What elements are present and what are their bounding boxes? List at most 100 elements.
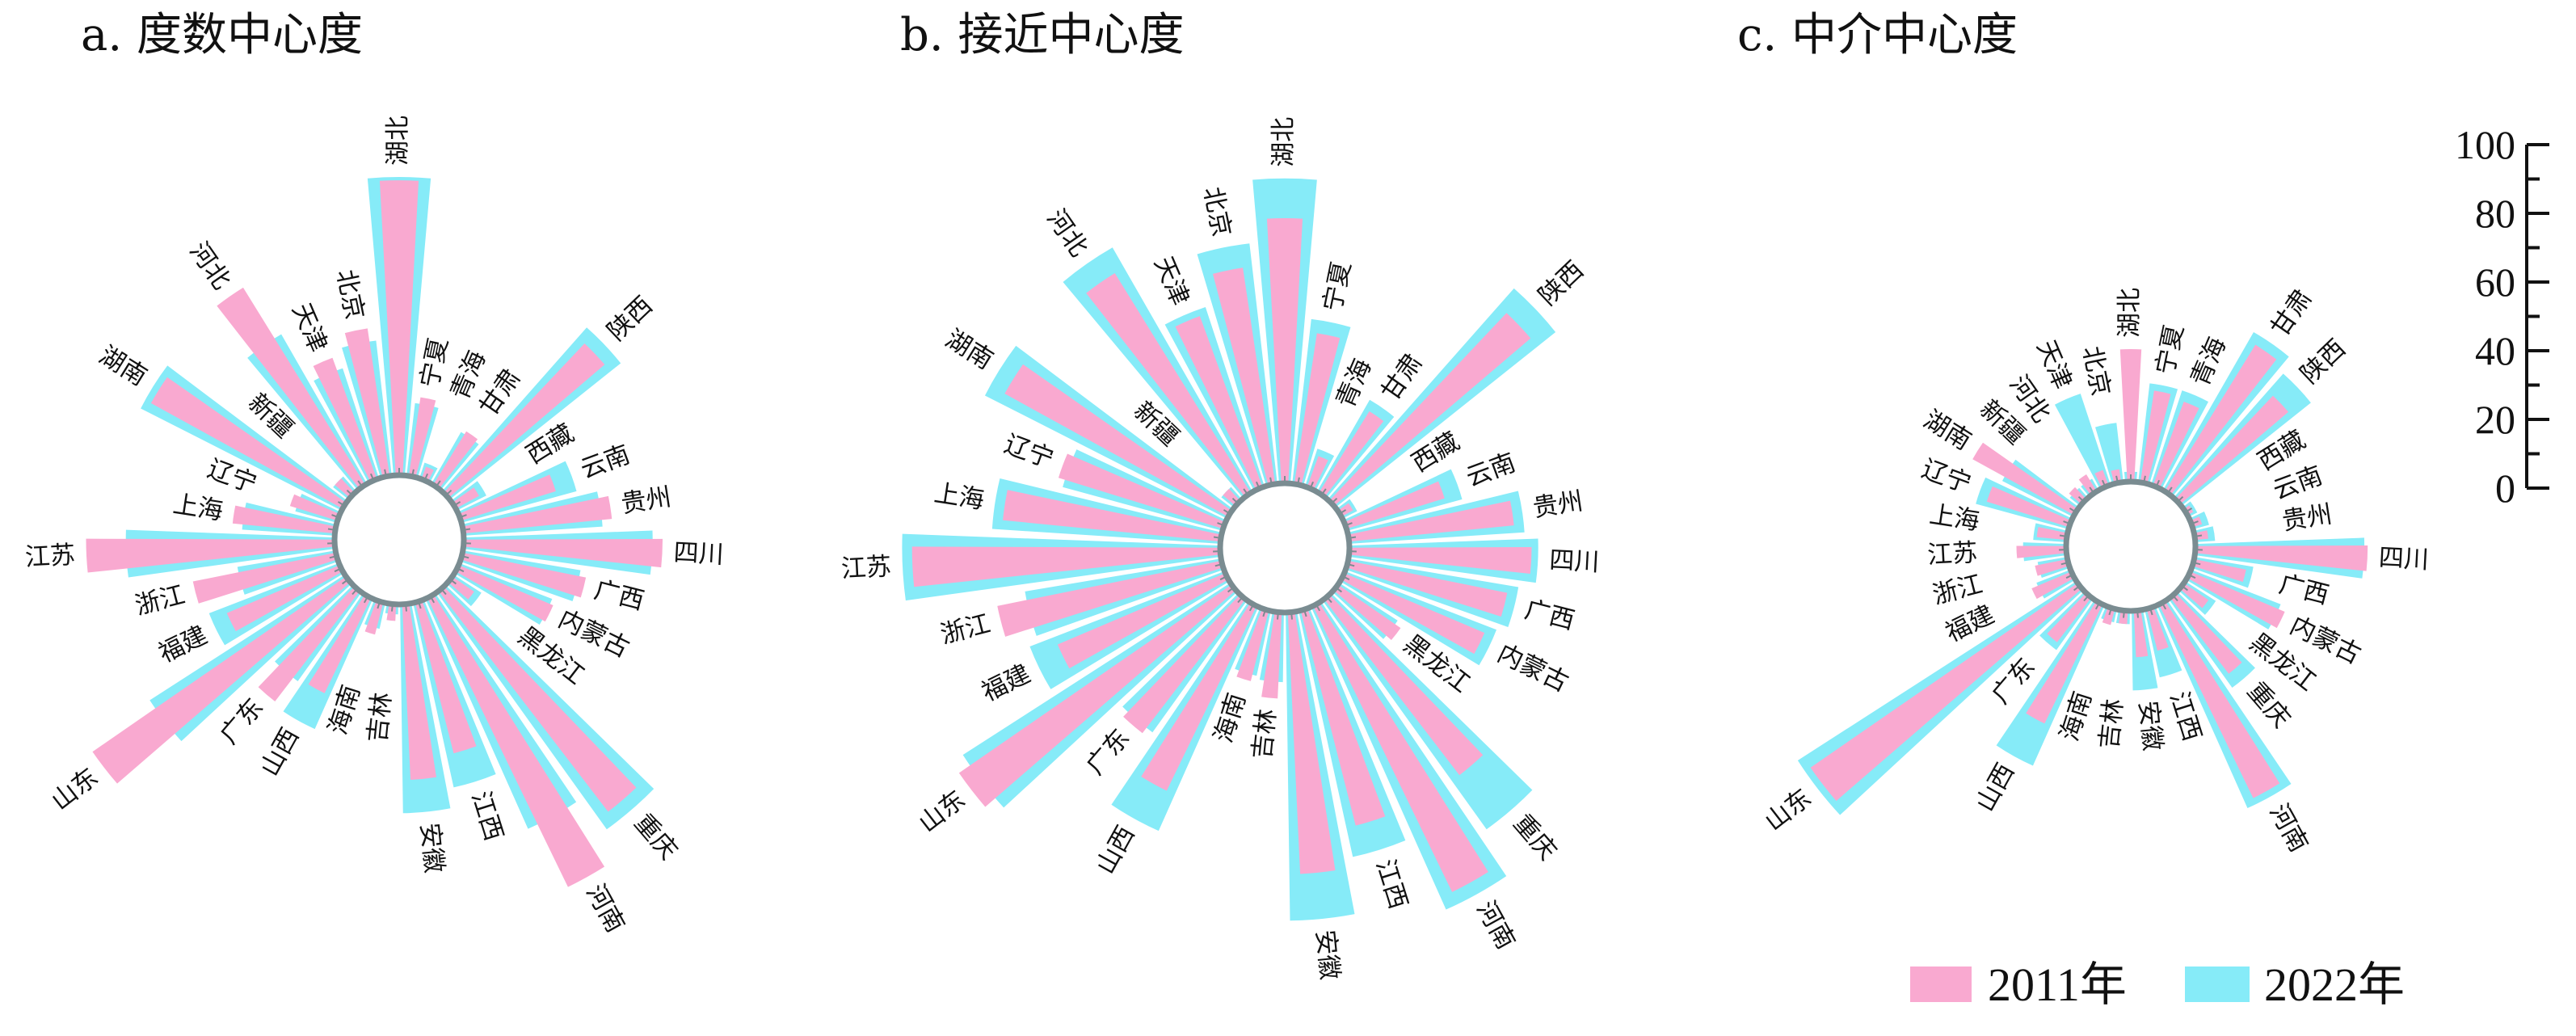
bar-2011年-福建	[226, 565, 343, 632]
category-label: 陕西	[2295, 334, 2351, 390]
ring-tick	[363, 598, 368, 604]
category-label: 陕西	[602, 291, 659, 347]
ring-tick	[455, 501, 461, 505]
axis-tick-label: 40	[2475, 328, 2515, 373]
category-label: 广西	[1522, 595, 1577, 635]
category-label: 上海	[171, 490, 225, 526]
bar-2011年-山东	[958, 584, 1236, 807]
ring-tick	[436, 480, 441, 486]
ring-tick	[329, 555, 335, 559]
bar-2011年-山东	[1810, 583, 2082, 802]
ring-tick	[447, 489, 452, 495]
bar-2011年-河北	[217, 287, 365, 489]
chart-a-degree-centrality: 湖北宁夏青海甘肃陕西西藏云南贵州四川广西内蒙古黑龙江重庆河南江西安徽吉林海南山西…	[24, 116, 724, 937]
ring-tick	[2183, 587, 2188, 592]
center-ring	[1217, 480, 1353, 616]
bar-2011年-北京	[1212, 267, 1276, 486]
bar-2011年-浙江	[192, 552, 338, 604]
ring-tick	[2059, 534, 2065, 537]
legend-swatch-2011	[1910, 967, 1972, 1002]
category-label: 吉林	[2094, 697, 2128, 750]
category-label: 四川	[673, 538, 725, 570]
ring-tick	[1243, 488, 1248, 494]
category-label: 上海	[932, 478, 987, 515]
category-label: 安徽	[2133, 699, 2167, 752]
bar-2011年-山西	[308, 594, 372, 693]
ring-tick	[1227, 588, 1232, 593]
bar-2011年-辽宁	[1058, 453, 1226, 529]
category-label: 河北	[1041, 204, 1093, 262]
category-label: 云南	[1463, 448, 1520, 492]
category-label: 云南	[577, 440, 634, 484]
ring-tick	[1310, 481, 1315, 487]
bar-2011年-辽宁	[289, 494, 340, 521]
category-label: 北京	[330, 267, 369, 322]
bar-2011年-北京	[344, 328, 390, 478]
ring-tick	[2149, 609, 2153, 616]
bar-2011年-天津	[2094, 470, 2109, 489]
ring-tick	[1290, 614, 1293, 620]
bar-2011年-山西	[2026, 600, 2103, 724]
category-label: 重庆	[1508, 809, 1563, 865]
bar-2011年-浙江	[997, 560, 1223, 637]
ring-tick	[2196, 534, 2203, 537]
category-label: 广西	[591, 575, 647, 616]
bar-2011年-陕西	[1328, 313, 1531, 507]
category-label: 吉林	[1248, 708, 1282, 760]
category-label: 湖南	[94, 340, 152, 391]
ring-tick	[2174, 596, 2178, 602]
ring-tick	[2083, 596, 2088, 602]
ring-tick	[342, 580, 347, 585]
bar-2011年-广东	[258, 586, 360, 701]
category-label: 重庆	[629, 808, 684, 865]
bar-2011年-广东	[2047, 592, 2092, 642]
ring-tick	[411, 469, 415, 474]
bar-2011年-福建	[2031, 571, 2075, 600]
bar-2011年-广西	[1346, 560, 1508, 617]
bar-2011年-江西	[1300, 608, 1386, 826]
bar-2011年-安徽	[402, 604, 437, 780]
category-label: 湖北	[2115, 288, 2145, 338]
ring-tick	[1332, 497, 1338, 503]
bar-2011年-海南	[364, 600, 384, 635]
category-label: 贵州	[2280, 500, 2334, 537]
bar-2011年-四川	[463, 538, 663, 568]
ring-tick	[2069, 507, 2075, 512]
bar-2011年-广东	[1123, 594, 1246, 734]
category-label: 浙江	[132, 580, 187, 621]
center-ring	[331, 472, 467, 608]
bar-2011年-河南	[427, 594, 605, 887]
category-label: 湖南	[1918, 405, 1976, 456]
bar-2011年-重庆	[438, 586, 637, 812]
ring-tick	[1345, 576, 1350, 581]
legend-label-2011: 2011年	[1988, 958, 2127, 1011]
ring-tick	[1223, 509, 1229, 513]
ring-tick	[1217, 522, 1223, 526]
ring-tick	[2193, 520, 2199, 524]
category-label: 山东	[913, 785, 970, 838]
bar-2011年-甘肃	[433, 431, 478, 489]
category-label: 山西	[1971, 759, 2021, 817]
bar-2011年-海南	[2102, 606, 2115, 625]
bar-2011年-江苏	[86, 538, 335, 573]
bar-2011年-四川	[1349, 546, 1532, 574]
axis-tick-label: 60	[2475, 259, 2515, 305]
category-label: 四川	[1548, 545, 1600, 577]
ring-tick	[2089, 486, 2094, 492]
ring-tick	[461, 514, 467, 518]
ring-tick	[459, 568, 465, 573]
chart-c-title: c. 中介中心度	[1737, 9, 2018, 61]
bar-2011年-贵州	[1348, 500, 1514, 542]
category-label: 安徽	[415, 822, 448, 874]
ring-tick	[2060, 562, 2066, 566]
category-label: 浙江	[937, 609, 993, 650]
bar-2011年-陕西	[2174, 395, 2289, 505]
category-label: 福建	[154, 621, 213, 669]
bar-2011年-湖北	[379, 180, 419, 476]
bar-2022年-天津	[2054, 394, 2111, 490]
category-label: 江西	[1370, 856, 1413, 912]
ring-tick	[1349, 563, 1355, 567]
ring-tick	[2162, 604, 2167, 610]
ring-tick	[442, 590, 447, 596]
